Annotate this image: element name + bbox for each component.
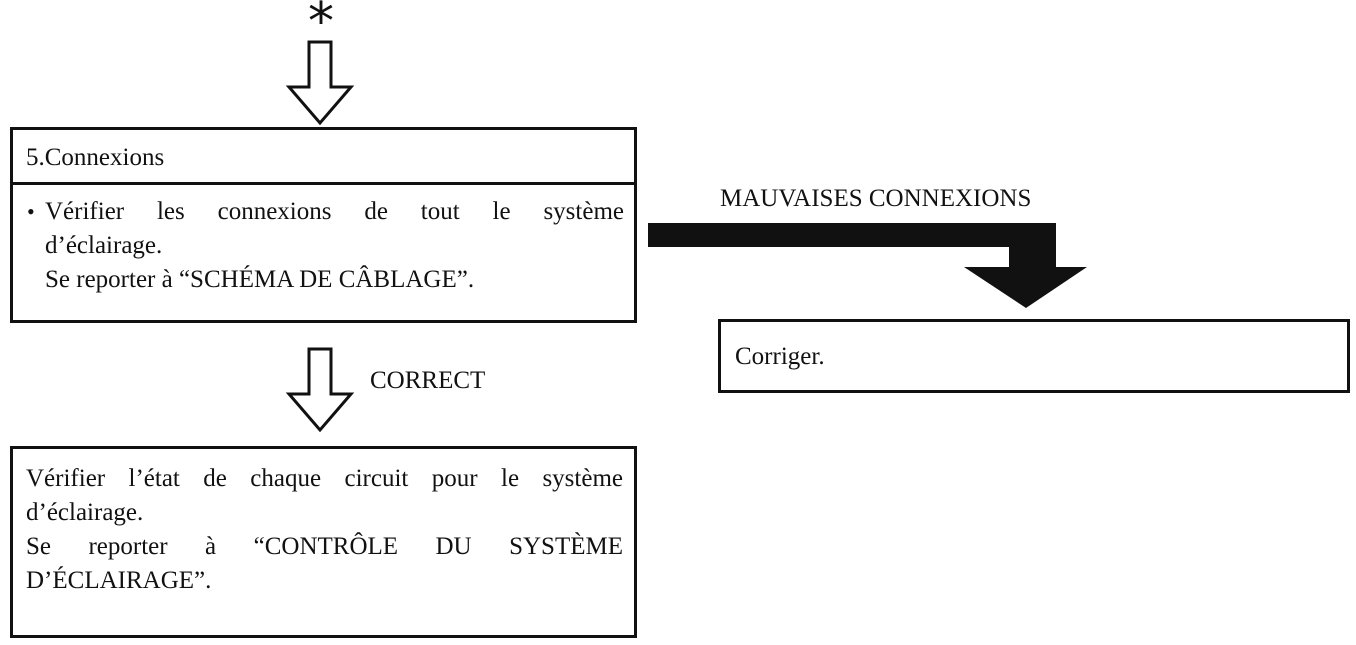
check-line-3: Se reporter à “CONTRÔLE DU SYSTÈME (26, 533, 623, 560)
step-5-line-2: d’éclairage. (45, 232, 163, 259)
bad-connections-arrow (648, 223, 1087, 308)
fix-text: Corriger. (735, 343, 825, 370)
step-5-divider (13, 182, 634, 185)
start-asterisk: * (308, 0, 334, 52)
step-5-line-1: Vérifier les connexions de tout le systè… (45, 198, 624, 225)
check-circuits-box: Vérifier l’état de chaque circuit pour l… (10, 446, 637, 638)
step-5-line-3: Se reporter à “SCHÉMA DE CÂBLAGE”. (45, 266, 475, 293)
bad-connections-label: MAUVAISES CONNEXIONS (720, 185, 1032, 212)
correct-label: CORRECT (370, 367, 486, 394)
down-arrow-top (285, 40, 355, 126)
fix-box: Corriger. (718, 319, 1350, 393)
check-line-1: Vérifier l’état de chaque circuit pour l… (26, 465, 623, 492)
bullet-dot: • (27, 199, 35, 224)
down-arrow-correct (285, 347, 355, 433)
step-5-box: 5.Connexions • Vérifier les connexions d… (10, 127, 637, 323)
check-line-4: D’ÉCLAIRAGE”. (26, 567, 212, 594)
check-line-2: d’éclairage. (26, 499, 144, 526)
step-5-title: 5.Connexions (26, 144, 165, 171)
